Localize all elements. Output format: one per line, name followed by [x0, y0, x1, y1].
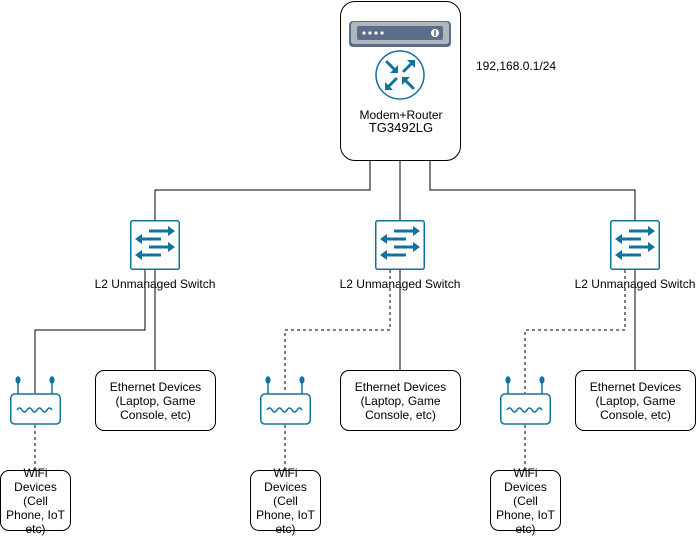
switch-label: L2 Unmanaged Switch — [339, 277, 461, 291]
link-switch1-ap — [34, 270, 146, 393]
link-router-switch-1 — [154, 160, 371, 220]
link-router-switch-3 — [429, 160, 636, 220]
ethernet-devices-box: Ethernet Devices (Laptop, Game Console, … — [575, 370, 696, 431]
ethernet-devices-box: Ethernet Devices (Laptop, Game Console, … — [95, 370, 216, 431]
modem-icon — [349, 21, 451, 47]
wifi-devices-box: WiFi Devices (Cell Phone, IoT etc) — [0, 466, 71, 536]
switch-icon — [130, 220, 180, 270]
wifi-devices-box: WiFi Devices (Cell Phone, IoT etc) — [250, 466, 321, 536]
router-icon — [375, 50, 425, 100]
router-subnet: 192,168.0.1/24 — [476, 59, 557, 73]
link-switch2-ap — [284, 270, 391, 393]
wireless-access-point-icon — [500, 376, 551, 425]
ethernet-devices-box: Ethernet Devices (Laptop, Game Console, … — [340, 370, 461, 431]
switch-label: L2 Unmanaged Switch — [94, 277, 216, 291]
wifi-devices-box: WiFi Devices (Cell Phone, IoT etc) — [490, 466, 561, 536]
link-switch3-ap — [524, 270, 626, 393]
switch-icon — [610, 220, 660, 270]
switch-icon — [375, 220, 425, 270]
wireless-access-point-icon — [260, 376, 311, 425]
router-model: TG3492LG — [368, 120, 434, 135]
wireless-access-point-icon — [10, 376, 61, 425]
switch-label: L2 Unmanaged Switch — [574, 277, 696, 291]
router-name: Modem+Router — [359, 108, 443, 122]
